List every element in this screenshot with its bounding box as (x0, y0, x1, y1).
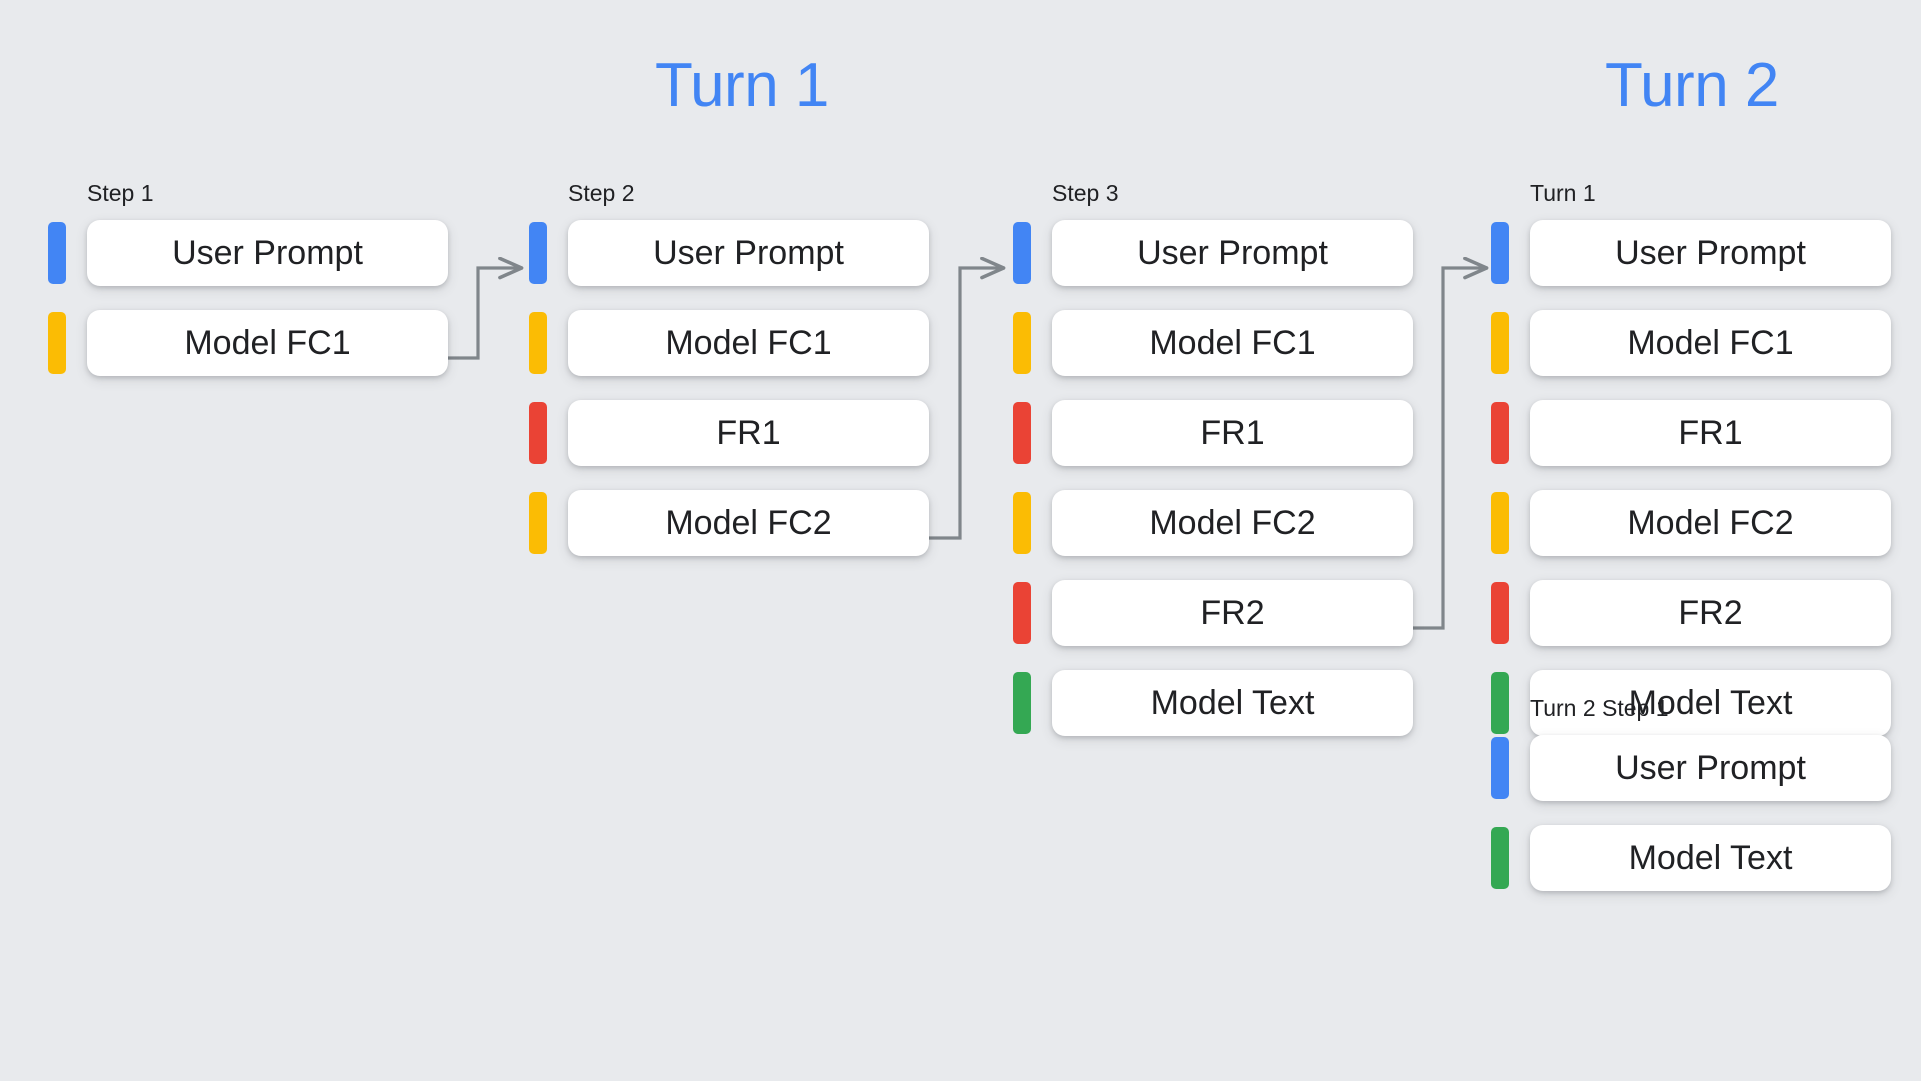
list-item[interactable]: User Prompt (529, 220, 929, 286)
list-item[interactable]: FR1 (1491, 400, 1891, 466)
card-user-prompt[interactable]: User Prompt (1530, 735, 1891, 801)
column-label-turn-2-step-1: Turn 2 Step 1 (1530, 695, 1669, 721)
list-item[interactable]: Model FC1 (48, 310, 448, 376)
column-label-step-3: Step 3 (1052, 180, 1119, 206)
card-user-prompt[interactable]: User Prompt (1052, 220, 1413, 286)
card-model-text[interactable]: Model Text (1530, 825, 1891, 891)
status-bar-red (1013, 582, 1031, 644)
list-item[interactable]: Model FC2 (1013, 490, 1413, 556)
list-item[interactable]: FR2 (1491, 580, 1891, 646)
list-item[interactable]: User Prompt (1491, 735, 1891, 801)
card-fr2[interactable]: FR2 (1052, 580, 1413, 646)
row-list-step-3: User Prompt Model FC1 FR1 Model FC2 FR2 … (1013, 220, 1413, 736)
card-fr1[interactable]: FR1 (568, 400, 929, 466)
column-turn-2-step-1: Turn 2 Step 1 User Prompt Model Text (1491, 697, 1891, 891)
card-model-fc1[interactable]: Model FC1 (87, 310, 448, 376)
list-item[interactable]: FR1 (529, 400, 929, 466)
column-step-3: Step 3 User Prompt Model FC1 FR1 Model F… (1013, 182, 1413, 736)
list-item[interactable]: Model Text (1491, 670, 1891, 736)
turn-1-heading: Turn 1 (655, 51, 829, 120)
status-bar-blue (1491, 222, 1509, 284)
column-turn-1-recap: Turn 1 User Prompt Model FC1 FR1 Model F… (1491, 182, 1891, 736)
list-item[interactable]: Model FC1 (1491, 310, 1891, 376)
list-item[interactable]: Model FC2 (529, 490, 929, 556)
card-user-prompt[interactable]: User Prompt (1530, 220, 1891, 286)
status-bar-yellow (1491, 492, 1509, 554)
column-label-step-2: Step 2 (568, 180, 635, 206)
row-list-step-2: User Prompt Model FC1 FR1 Model FC2 (529, 220, 929, 556)
column-label-step-1: Step 1 (87, 180, 154, 206)
status-bar-blue (529, 222, 547, 284)
list-item[interactable]: FR1 (1013, 400, 1413, 466)
list-item[interactable]: User Prompt (48, 220, 448, 286)
status-bar-yellow (48, 312, 66, 374)
card-model-fc1[interactable]: Model FC1 (1052, 310, 1413, 376)
list-item[interactable]: User Prompt (1491, 220, 1891, 286)
status-bar-blue (1013, 222, 1031, 284)
status-bar-blue (1491, 737, 1509, 799)
row-list-turn-2-step-1: User Prompt Model Text (1491, 735, 1891, 891)
list-item[interactable]: FR2 (1013, 580, 1413, 646)
list-item[interactable]: Model FC1 (529, 310, 929, 376)
status-bar-yellow (1013, 312, 1031, 374)
column-step-2: Step 2 User Prompt Model FC1 FR1 Model F… (529, 182, 929, 556)
card-model-fc2[interactable]: Model FC2 (568, 490, 929, 556)
card-fr2[interactable]: FR2 (1530, 580, 1891, 646)
status-bar-yellow (529, 312, 547, 374)
list-item[interactable]: Model FC2 (1491, 490, 1891, 556)
status-bar-green (1013, 672, 1031, 734)
row-list-turn-1-recap: User Prompt Model FC1 FR1 Model FC2 FR2 … (1491, 220, 1891, 736)
card-model-fc2[interactable]: Model FC2 (1052, 490, 1413, 556)
row-list-step-1: User Prompt Model FC1 (48, 220, 448, 376)
list-item[interactable]: Model Text (1013, 670, 1413, 736)
card-fr1[interactable]: FR1 (1052, 400, 1413, 466)
status-bar-red (1491, 582, 1509, 644)
status-bar-red (1491, 402, 1509, 464)
card-model-fc1[interactable]: Model FC1 (1530, 310, 1891, 376)
card-model-text[interactable]: Model Text (1052, 670, 1413, 736)
status-bar-yellow (1013, 492, 1031, 554)
status-bar-green (1491, 827, 1509, 889)
card-user-prompt[interactable]: User Prompt (568, 220, 929, 286)
list-item[interactable]: Model FC1 (1013, 310, 1413, 376)
status-bar-yellow (1491, 312, 1509, 374)
list-item[interactable]: User Prompt (1013, 220, 1413, 286)
card-model-text[interactable]: Model Text (1530, 670, 1891, 736)
list-item[interactable]: Model Text (1491, 825, 1891, 891)
turn-2-heading: Turn 2 (1605, 51, 1779, 120)
status-bar-blue (48, 222, 66, 284)
card-fr1[interactable]: FR1 (1530, 400, 1891, 466)
status-bar-yellow (529, 492, 547, 554)
card-model-fc1[interactable]: Model FC1 (568, 310, 929, 376)
status-bar-green (1491, 672, 1509, 734)
status-bar-red (1013, 402, 1031, 464)
status-bar-red (529, 402, 547, 464)
card-user-prompt[interactable]: User Prompt (87, 220, 448, 286)
card-model-fc2[interactable]: Model FC2 (1530, 490, 1891, 556)
column-label-turn-1-recap: Turn 1 (1530, 180, 1596, 206)
column-step-1: Step 1 User Prompt Model FC1 (48, 182, 448, 376)
